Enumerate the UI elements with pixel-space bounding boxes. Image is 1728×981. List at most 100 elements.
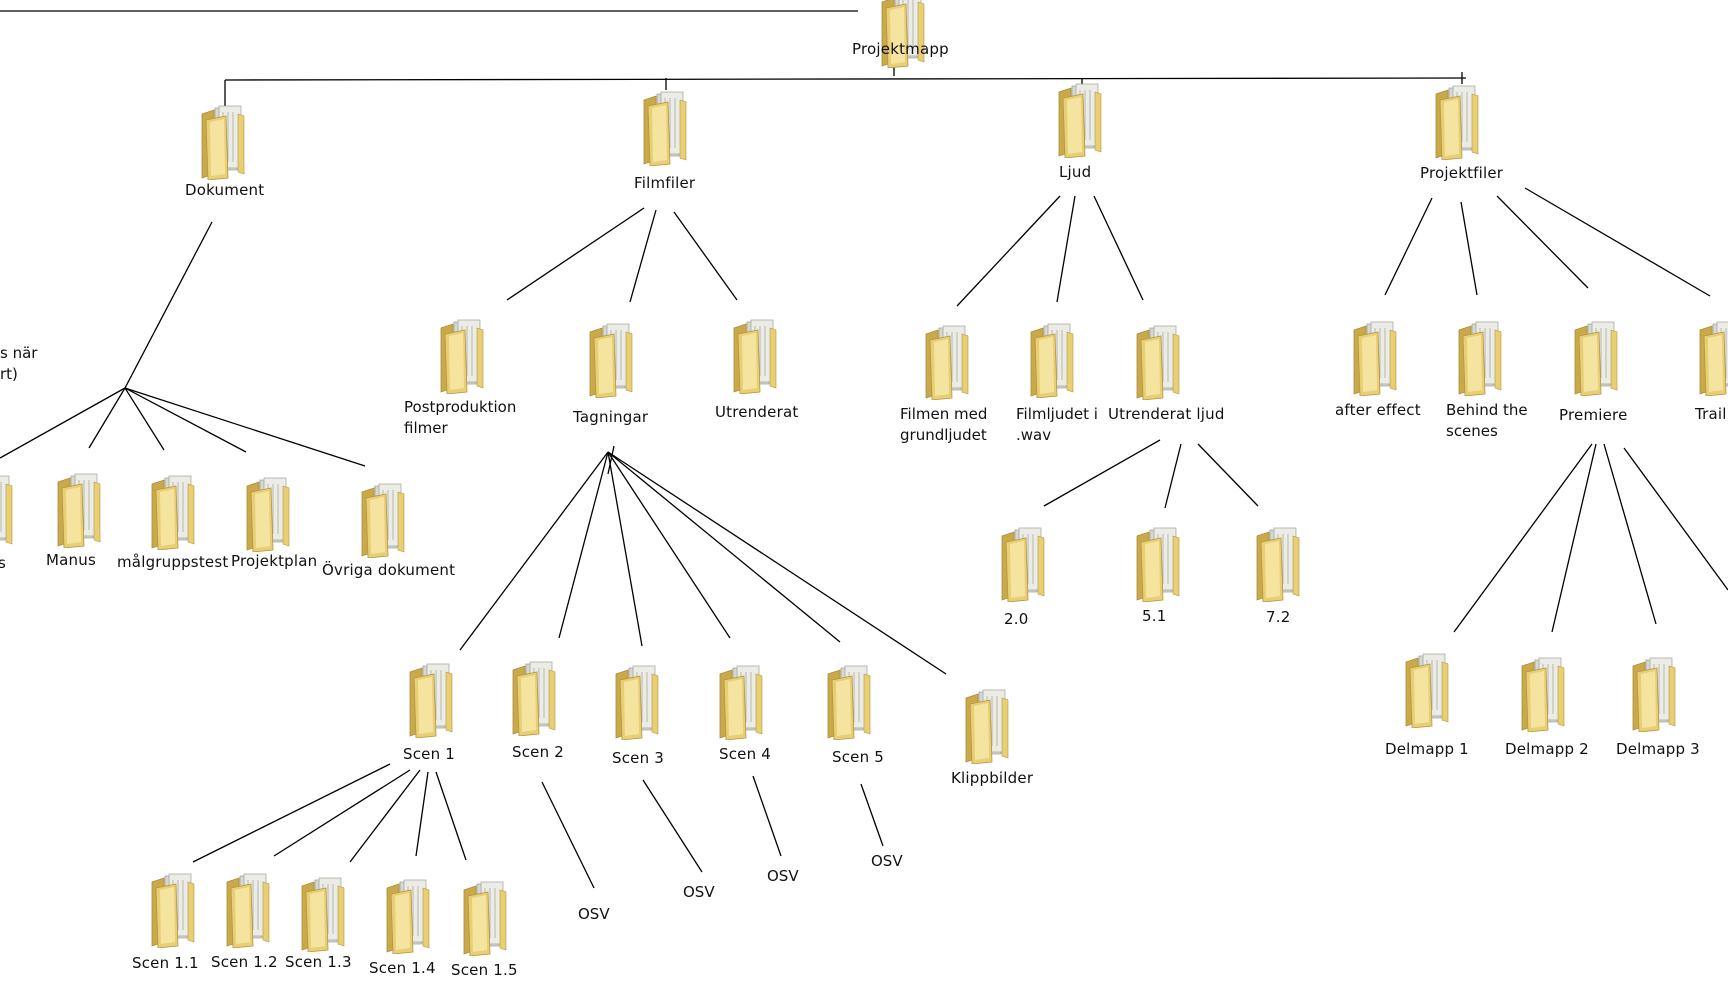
connector-line <box>752 775 782 857</box>
connector-line <box>1384 197 1433 296</box>
connector-line <box>415 771 429 857</box>
connector-line <box>1603 443 1657 625</box>
folder-icon <box>460 880 510 960</box>
folder-label: Utrenderat <box>715 403 799 421</box>
connector-line <box>273 769 411 857</box>
folder-icon <box>0 474 16 554</box>
folder-label: Trail <box>1695 405 1727 423</box>
folder-icon <box>54 472 104 552</box>
folder-label: 2.0 <box>1004 610 1029 628</box>
connector-line <box>124 221 213 389</box>
connector-line <box>1551 443 1597 633</box>
connector-line <box>541 781 595 889</box>
folder-icon <box>1402 652 1452 732</box>
folder-icon <box>824 664 874 744</box>
connector-line <box>607 451 643 647</box>
folder-icon <box>1253 526 1303 606</box>
folder-icon <box>509 660 559 740</box>
folder-label: Filmfiler <box>634 174 696 192</box>
folder-label: Scen 1.3 <box>285 953 352 971</box>
osv-label: OSV <box>578 905 610 923</box>
folder-label: Utrenderat ljud <box>1108 405 1225 423</box>
connector-line <box>435 771 467 861</box>
folder-icon <box>612 664 662 744</box>
folder-icon <box>1571 320 1621 400</box>
connector-line <box>1460 201 1478 296</box>
osv-label: OSV <box>683 883 715 901</box>
folder-icon <box>998 526 1048 606</box>
folder-icon <box>383 878 433 958</box>
folder-label: Ljud <box>1059 163 1092 181</box>
connector-line <box>1164 443 1182 509</box>
folder-icon <box>586 322 636 402</box>
folder-label: Manus <box>46 551 96 569</box>
folder-label: Behind the scenes <box>1446 401 1528 440</box>
connector-line <box>642 779 703 873</box>
connector-line <box>1056 195 1076 303</box>
folder-icon <box>730 318 780 398</box>
folder-icon <box>1027 322 1077 402</box>
folder-label: Klippbilder <box>951 769 1034 787</box>
folder-label: Projektmapp <box>852 40 949 58</box>
folder-label: Projektplan <box>231 552 318 570</box>
folder-label: Scen 1 <box>403 745 456 763</box>
folder-icon <box>1350 320 1400 400</box>
folder-icon <box>878 0 928 72</box>
connector-line <box>1496 195 1589 289</box>
connector-line <box>558 451 609 639</box>
folder-label: Övriga dokument <box>322 561 456 579</box>
folder-label: after effect <box>1335 401 1421 419</box>
connector-line <box>124 387 247 453</box>
connector-line <box>459 451 609 651</box>
folder-icon <box>716 664 766 744</box>
folder-icon <box>922 324 972 404</box>
connector-line <box>607 451 947 675</box>
folder-icon <box>406 662 456 742</box>
folder-label: Tagningar <box>573 408 649 426</box>
connector-line <box>1043 439 1161 507</box>
folder-label: Filmljudet i .wav <box>1016 405 1098 444</box>
folder-label: Scen 4 <box>719 745 772 763</box>
folder-icon <box>148 474 198 554</box>
folder-label: Scen 2 <box>512 743 565 761</box>
osv-label: OSV <box>871 852 903 870</box>
folder-icon <box>1133 526 1183 606</box>
folder-icon <box>1055 82 1105 162</box>
connector-line <box>1093 195 1144 301</box>
folder-label: Projektfiler <box>1420 164 1504 182</box>
folder-label: Scen 5 <box>832 748 885 766</box>
connector-line <box>88 387 126 449</box>
folder-icon <box>1629 656 1679 736</box>
folder-icon <box>640 90 690 170</box>
connector-line <box>0 387 126 459</box>
folder-label: Scen 1.2 <box>211 953 278 971</box>
connector-line <box>1623 447 1728 591</box>
folder-icon <box>223 872 273 952</box>
folder-icon <box>198 104 248 184</box>
folder-label: Premiere <box>1559 406 1628 424</box>
folder-icon <box>243 476 293 556</box>
connector-line <box>607 451 841 643</box>
folder-icon <box>1133 324 1183 404</box>
connector-line <box>1453 443 1593 633</box>
connector-line <box>860 783 884 847</box>
connector-line <box>192 763 391 863</box>
connector-line <box>224 77 1467 81</box>
connector-line <box>956 195 1061 307</box>
folder-label: Delmapp 2 <box>1505 740 1589 758</box>
connector-line <box>124 387 366 467</box>
connector-line <box>124 387 165 451</box>
folder-label: 5.1 <box>1142 607 1167 625</box>
folder-label: Scen 1.5 <box>451 961 518 979</box>
folder-label: 7.2 <box>1266 608 1291 626</box>
folder-label: Delmapp 3 <box>1616 740 1700 758</box>
folder-icon <box>1432 84 1482 164</box>
connector-line <box>607 451 731 639</box>
connector-line <box>629 209 657 303</box>
folder-label: Filmen med grundljudet <box>900 405 988 444</box>
folder-label: Dokument <box>185 181 265 199</box>
folder-label: s <box>0 554 7 572</box>
folder-icon <box>1455 320 1505 400</box>
